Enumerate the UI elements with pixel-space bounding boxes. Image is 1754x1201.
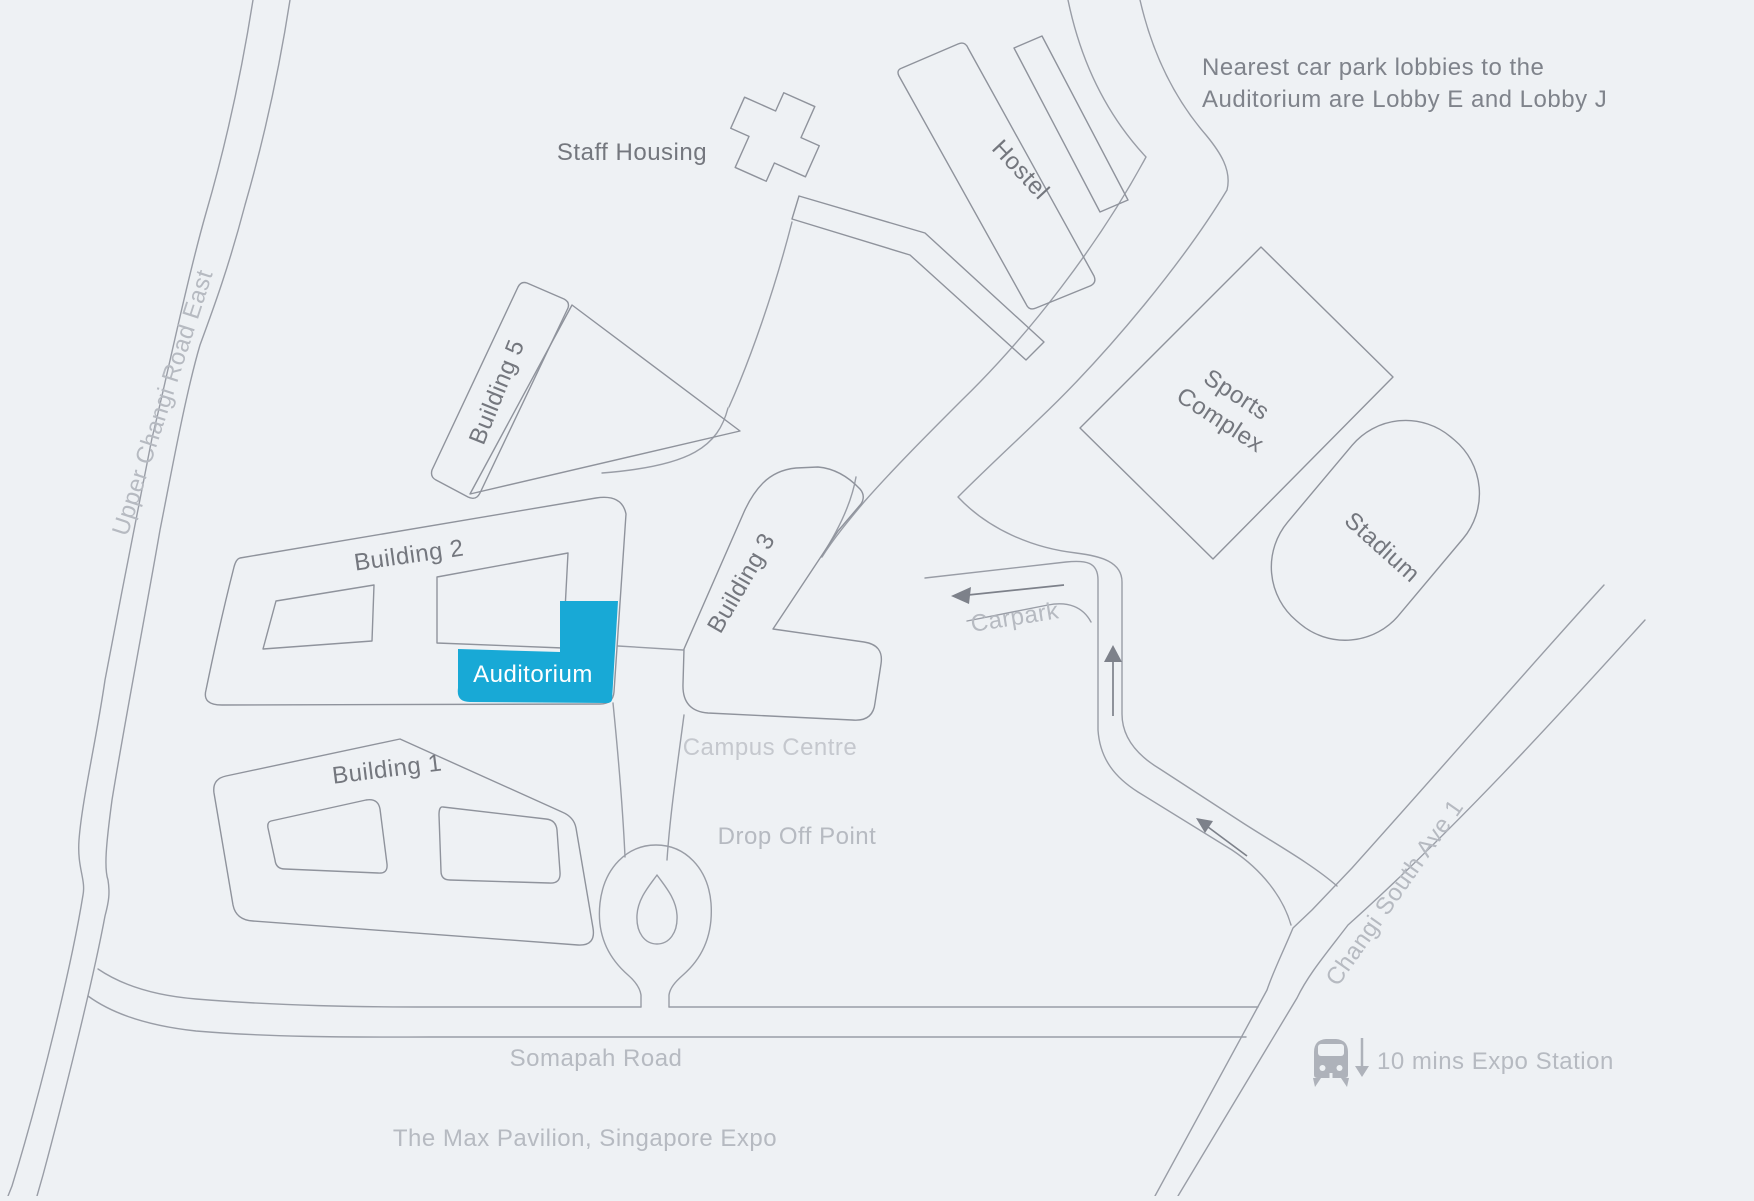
upper-changi-road-east-label: Upper Changi Road East [107,266,219,539]
road-upper-changi-left-line [7,0,254,1197]
road-campus-centre-edge [617,645,684,651]
changi-south-ave-1-label: Changi South Ave 1 [1320,795,1469,991]
carpark-label: Carpark [969,597,1061,638]
expo-station-legend: 10 mins Expo Station [1313,1038,1614,1087]
road-campus-to-loop-left-line [612,702,626,858]
road-somapah-top-line-west [97,968,642,1008]
expo-station-label: 10 mins Expo Station [1377,1048,1614,1075]
somapah-road-label: Somapah Road [510,1045,683,1072]
building-1-inner-left-shape [267,799,388,874]
building-2-label: Building 2 [352,535,465,577]
car-park-note: Nearest car park lobbies to the Auditori… [1202,54,1607,113]
building-5-wing-shape [469,304,741,495]
auditorium-label: Auditorium [473,661,593,688]
car-park-note-line2: Auditorium are Lobby E and Lobby J [1202,86,1607,113]
road-upper-changi-right-line [36,0,291,1197]
building-hostel-strip-shape [1013,35,1129,213]
drop-off-point-label: Drop Off Point [718,823,877,850]
building-2-inner-right-shape [436,552,569,649]
road-campus-path-north-line [728,221,793,408]
building-stadium-shape [1270,419,1481,641]
building-5-bar-shape [430,281,570,500]
building-sports-complex-shape [1079,246,1394,560]
road-northeast-east-line [957,0,1338,887]
car-park-note-line1: Nearest car park lobbies to the [1202,54,1544,81]
building-2-inner-left-shape [262,584,375,650]
down-arrow-icon [1355,1038,1369,1077]
up-direction-arrow-icon [1104,645,1122,716]
building-1-label: Building 1 [331,749,444,789]
direction-arrows [951,584,1248,857]
auditorium-highlight-shape [457,601,618,703]
train-icon [1313,1039,1349,1087]
building-5-label: Building 5 [464,336,530,448]
road-northeast-west-line [821,0,1147,558]
road-carpark-entrance-bottom-line [966,603,1092,623]
building-3-label: Building 3 [702,529,781,638]
building-hostel-shape [897,42,1096,310]
road-changi-south-right-line [1177,619,1646,1197]
stadium-label: Stadium [1339,507,1425,588]
road-carpark-entrance-top-line [924,560,1292,926]
max-pavilion-label: The Max Pavilion, Singapore Expo [393,1125,777,1152]
building-hostel-bent-block-shape [791,195,1045,361]
road-network [7,0,1646,1197]
building-1-enclosure-shape [213,738,595,946]
building-2-enclosure-shape [204,496,627,706]
building-1-inner-right-shape [438,806,561,884]
staff-housing-label: Staff Housing [557,139,707,166]
sports-complex-label: Sports Complex [1172,364,1275,458]
building-3-shape [682,466,883,721]
building-staff-housing-shape [730,92,820,182]
road-campus-to-loop-right-line [666,714,685,861]
road-changi-south-left-line [1154,584,1605,1197]
road-somapah-bottom-line [87,995,1247,1038]
road-drop-off-loop-outer [598,844,713,1008]
building-outlines [204,35,1481,946]
campus-centre-label: Campus Centre [683,734,858,761]
hostel-label: Hostel [986,135,1054,205]
carpark-direction-arrow-icon [951,584,1065,604]
road-drop-off-loop-island [636,874,678,945]
road-campus-path-west-line [601,407,729,474]
diagonal-direction-arrow-icon [1196,818,1248,857]
